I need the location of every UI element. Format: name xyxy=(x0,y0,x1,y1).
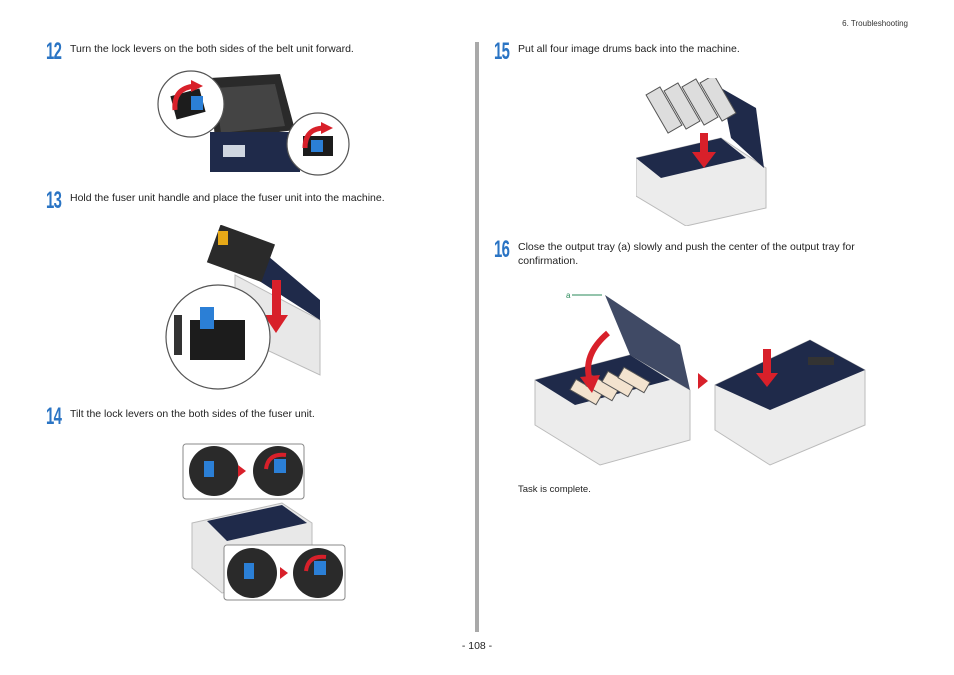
section-header: 6. Troubleshooting xyxy=(842,19,908,28)
step-text: Close the output tray (a) slowly and pus… xyxy=(518,241,855,267)
callout-label-a: a xyxy=(566,291,571,300)
step-text: Tilt the lock levers on the both sides o… xyxy=(70,408,315,420)
step-text: Turn the lock levers on the both sides o… xyxy=(70,43,354,55)
fuser-unit-figure xyxy=(165,225,321,390)
step-12: 12 Turn the lock levers on the both side… xyxy=(46,38,354,65)
completion-note: Task is complete. xyxy=(518,484,591,495)
step-number: 16 xyxy=(494,236,510,263)
column-divider xyxy=(475,42,479,632)
page-number: - 108 - xyxy=(461,640,493,652)
image-drums-figure xyxy=(636,78,767,226)
step-text: Put all four image drums back into the m… xyxy=(518,43,740,55)
step-15: 15 Put all four image drums back into th… xyxy=(494,38,740,65)
step-13: 13 Hold the fuser unit handle and place … xyxy=(46,187,385,214)
step-text: Hold the fuser unit handle and place the… xyxy=(70,192,385,204)
fuser-levers-figure xyxy=(182,443,346,601)
step-16: 16 Close the output tray (a) slowly and … xyxy=(494,236,898,268)
step-number: 12 xyxy=(46,38,62,65)
output-tray-figure xyxy=(534,294,866,466)
step-number: 14 xyxy=(46,403,62,430)
step-number: 15 xyxy=(494,38,510,65)
belt-unit-figure xyxy=(157,70,350,176)
step-14: 14 Tilt the lock levers on the both side… xyxy=(46,403,315,430)
step-number: 13 xyxy=(46,187,62,214)
